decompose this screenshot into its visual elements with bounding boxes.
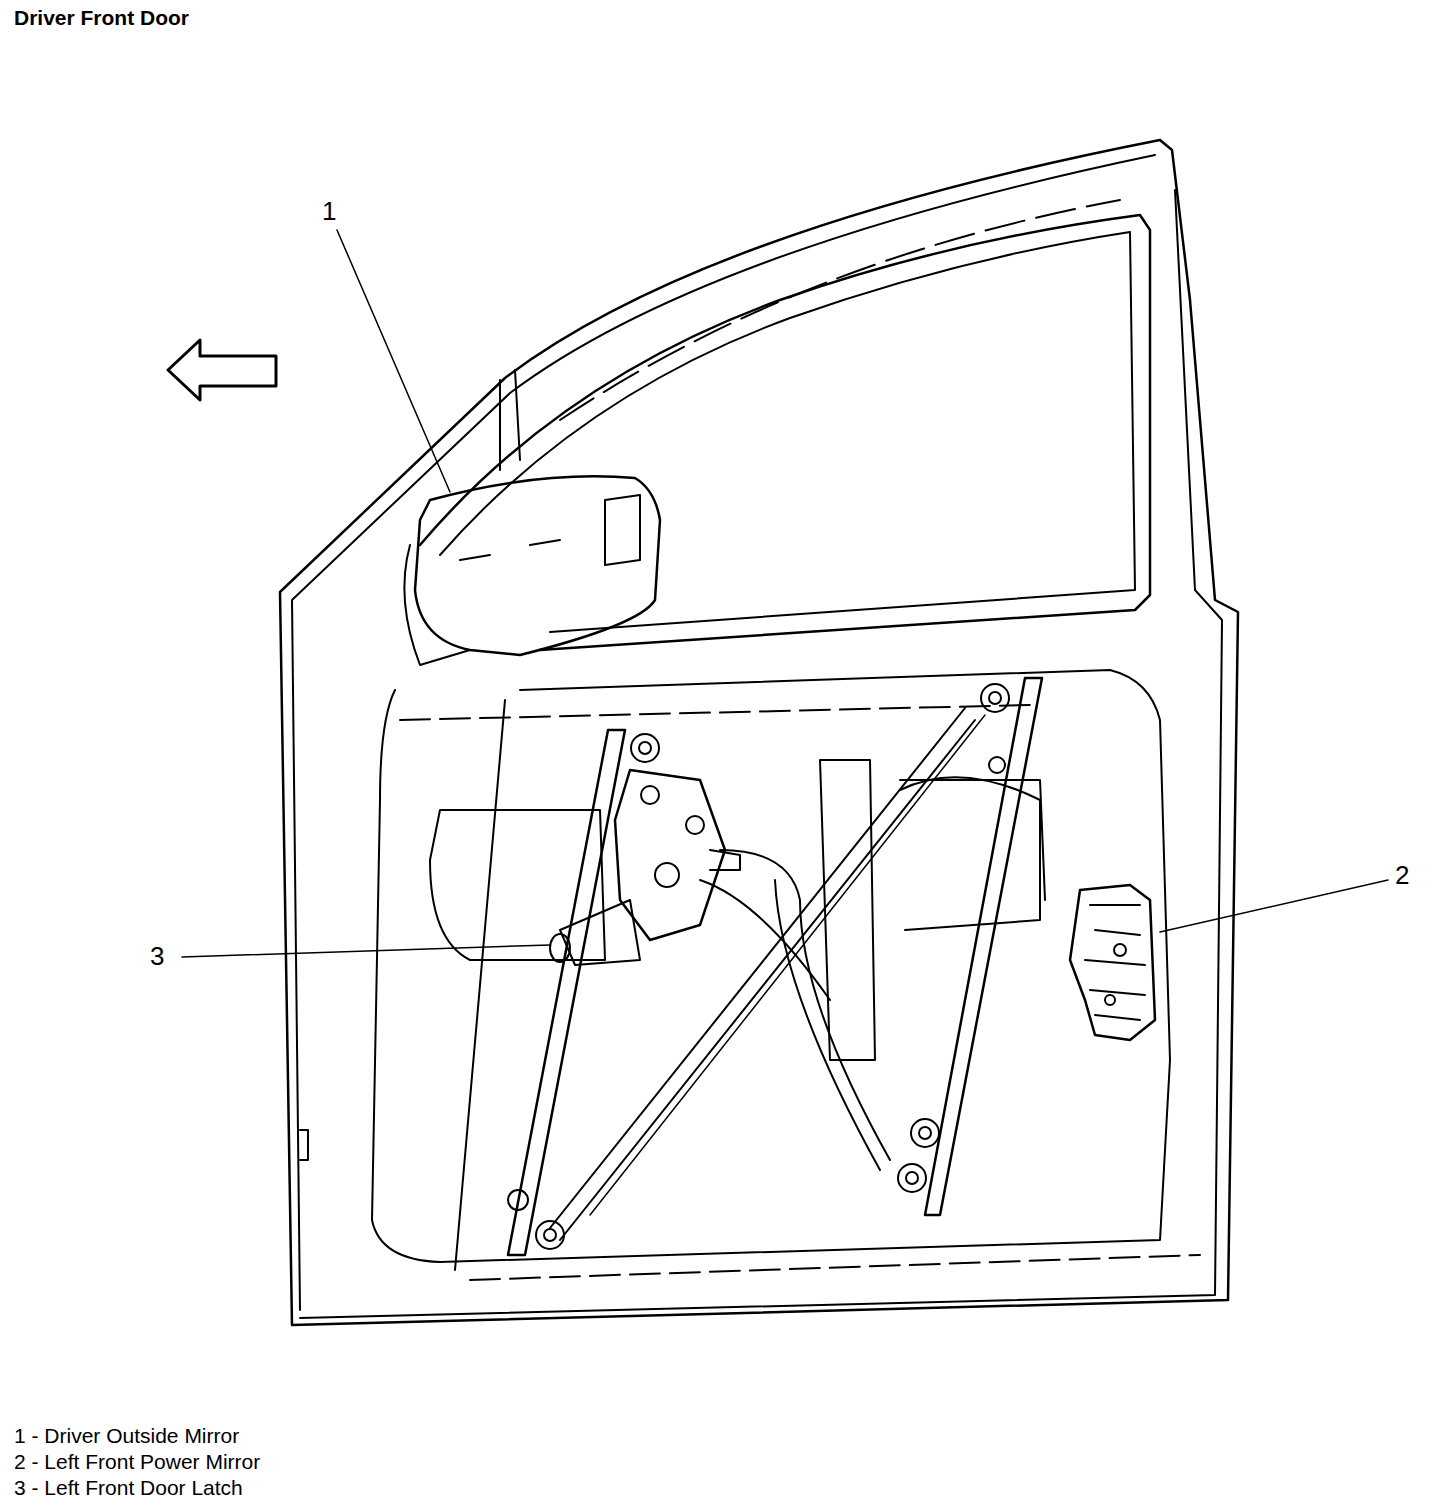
- forward-arrow: [168, 340, 276, 400]
- window-regulator: [508, 678, 1042, 1255]
- leader-line: [1160, 880, 1388, 932]
- inner-panel: [372, 670, 1170, 1262]
- diagram-title: Driver Front Door: [14, 6, 189, 30]
- key-entry: 3 - Left Front Door Latch: [14, 1476, 243, 1500]
- callout-number: 2: [1393, 860, 1411, 891]
- door-shell: [280, 140, 1238, 1325]
- frame-line: [560, 200, 1120, 420]
- door-latch: [1070, 885, 1155, 1040]
- door-edge: [292, 155, 1155, 1310]
- panel-line: [400, 705, 1200, 1280]
- callout-number: 3: [148, 941, 166, 972]
- window-frame: [440, 232, 1135, 632]
- panel-detail: [820, 760, 1045, 1060]
- frame-line: [500, 370, 520, 470]
- door-edge: [300, 190, 1222, 1318]
- mirror: [404, 476, 660, 665]
- panel-line: [455, 700, 505, 1270]
- callout-number: 1: [320, 196, 338, 227]
- leader-line: [337, 230, 450, 492]
- hinge-mark: [300, 1130, 308, 1160]
- key-entry: 1 - Driver Outside Mirror: [14, 1424, 239, 1448]
- key-entry: 2 - Left Front Power Mirror: [14, 1450, 260, 1474]
- window-frame: [420, 215, 1150, 650]
- leader-line: [182, 945, 550, 957]
